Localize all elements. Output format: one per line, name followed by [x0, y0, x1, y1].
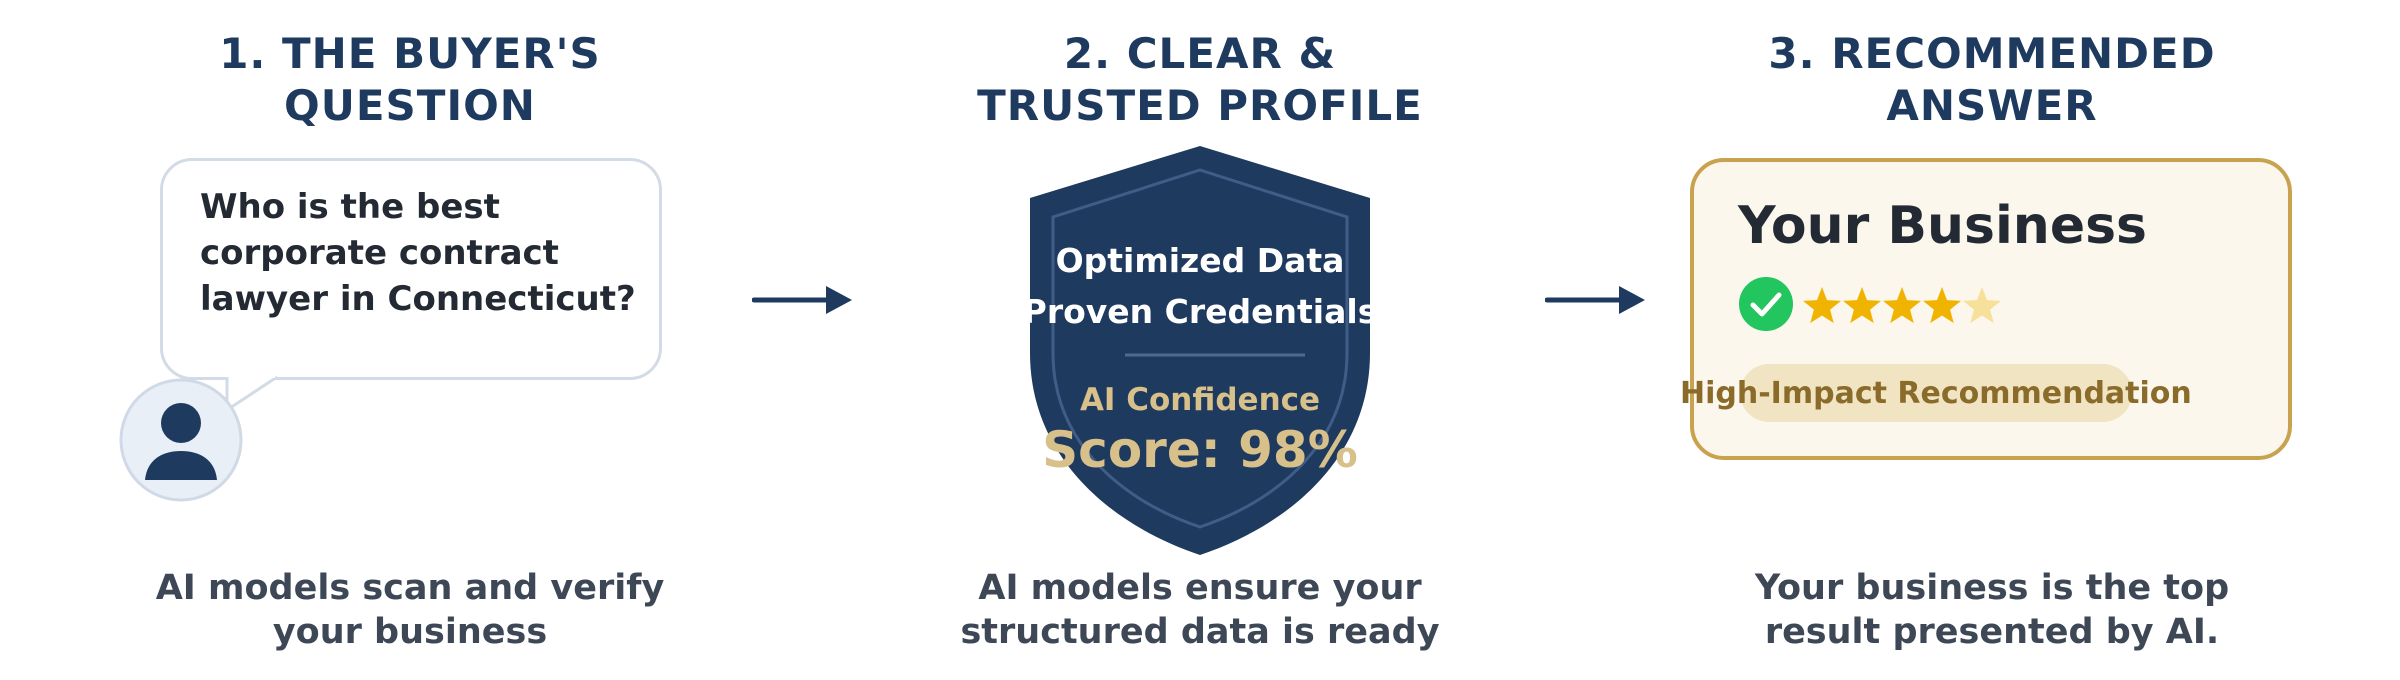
step-1-title-line2: QUESTION — [284, 81, 536, 130]
business-name: Your Business — [1738, 196, 2147, 256]
step-2-title-line1: 2. CLEAR & — [1063, 29, 1337, 78]
step-2-caption-line2: structured data is ready — [960, 612, 1440, 652]
step-2-title-line2: TRUSTED PROFILE — [977, 81, 1423, 130]
star-icon-filled — [1922, 287, 1962, 324]
arrow-right-icon — [1545, 286, 1645, 314]
shield-line-2: Proven Credentials — [1022, 292, 1378, 331]
shield-line-1: Optimized Data — [1055, 241, 1345, 280]
step-1-title-line1: 1. THE BUYER'S — [219, 29, 601, 78]
buyer-question: Who is the best corporate contract lawye… — [200, 187, 636, 319]
step-3-title-line1: 3. RECOMMENDED — [1768, 29, 2216, 78]
step-2-title: 2. CLEAR & TRUSTED PROFILE — [900, 28, 1500, 132]
step-1-caption-line1: AI models scan and verify — [155, 568, 665, 608]
star-icon-filled — [1842, 287, 1882, 324]
star-rating — [1802, 287, 2002, 324]
star-icon-filled — [1882, 287, 1922, 324]
check-circle-icon — [1739, 277, 1793, 331]
step-1-caption-line2: your business — [272, 612, 548, 652]
step-3-title: 3. RECOMMENDED ANSWER — [1692, 28, 2292, 132]
step-3-title-line2: ANSWER — [1886, 81, 2098, 130]
step-1-title: 1. THE BUYER'S QUESTION — [110, 28, 710, 132]
confidence-score: Score: 98% — [1042, 421, 1358, 479]
shield-icon — [1030, 146, 1370, 555]
recommendation-badge — [1740, 364, 2132, 422]
step-2-caption-line1: AI models ensure your — [978, 568, 1422, 608]
confidence-label: AI Confidence — [1079, 382, 1321, 418]
recommendation-badge-label: High-Impact Recommendation — [1680, 376, 2192, 411]
question-bubble — [160, 158, 662, 380]
step-3-caption-line1: Your business is the top — [1754, 568, 2230, 608]
star-icon-filled — [1802, 287, 1842, 324]
person-icon — [119, 378, 243, 502]
star-icon-empty — [1962, 287, 2002, 324]
step-3-caption-line2: result presented by AI. — [1764, 612, 2220, 652]
step-1-caption: AI models scan and verify your business — [110, 566, 710, 654]
step-2-caption: AI models ensure your structured data is… — [900, 566, 1500, 654]
step-3-caption: Your business is the top result presente… — [1692, 566, 2292, 654]
arrow-right-icon — [752, 286, 852, 314]
